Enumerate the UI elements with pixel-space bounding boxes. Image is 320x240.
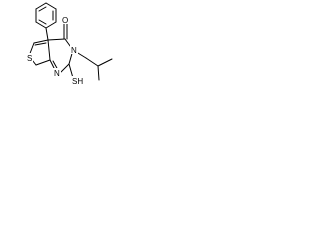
bond bbox=[35, 59, 51, 66]
bond bbox=[34, 42, 47, 46]
nitrogen-lower-label: N bbox=[54, 69, 60, 78]
atom-label-oxygen: O bbox=[62, 16, 69, 25]
bond bbox=[97, 65, 100, 81]
atom-label-sulfur-ring: S bbox=[26, 53, 33, 63]
thiol-label: SH bbox=[72, 77, 83, 86]
bond bbox=[47, 39, 51, 61]
bond bbox=[38, 19, 47, 25]
sulfur-ring-label: S bbox=[27, 54, 32, 63]
bond bbox=[68, 63, 74, 79]
atom-label-thiol: SH bbox=[72, 76, 86, 86]
bond bbox=[60, 63, 70, 73]
phenyl-ring bbox=[35, 2, 57, 29]
bond bbox=[35, 21, 47, 29]
chemical-structure: O N S N SH bbox=[26, 2, 113, 86]
isobutyl-chain bbox=[72, 49, 113, 81]
nitrogen-upper-label: N bbox=[71, 46, 77, 55]
pyrimidine-ring bbox=[47, 38, 74, 73]
bond bbox=[85, 57, 99, 67]
atom-label-nitrogen-lower: N bbox=[53, 68, 61, 78]
bond bbox=[38, 6, 47, 12]
bond bbox=[97, 58, 113, 67]
bond bbox=[45, 21, 57, 29]
bond bbox=[47, 38, 66, 41]
bond bbox=[35, 2, 47, 10]
bond bbox=[45, 27, 49, 41]
bond bbox=[33, 39, 49, 44]
atom-label-nitrogen-upper: N bbox=[70, 45, 78, 55]
oxygen-label: O bbox=[62, 16, 68, 25]
bond bbox=[45, 2, 57, 10]
